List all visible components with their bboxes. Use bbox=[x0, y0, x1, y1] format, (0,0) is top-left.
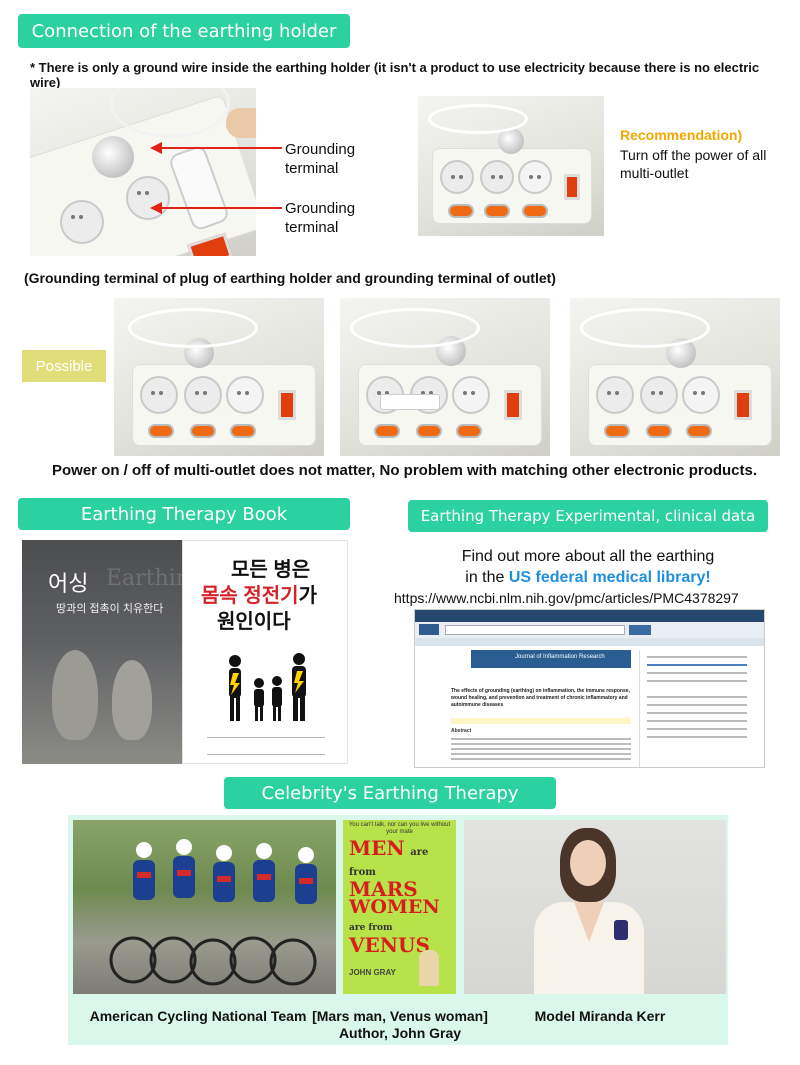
ground-wire-note: * There is only a ground wire inside the… bbox=[30, 60, 760, 90]
book-cover-static: 모든 병은 몸속 정전기가 원인이다 bbox=[182, 540, 348, 764]
book-cover-men: MEN bbox=[349, 836, 405, 860]
book-cover-static-line2a: 몸속 bbox=[201, 585, 238, 607]
book-cover-women: WOMEN bbox=[349, 896, 440, 918]
cyclists-illustration bbox=[109, 839, 317, 986]
section-title-connection-text: Connection of the earthing holder bbox=[31, 20, 337, 42]
clinical-library-link[interactable]: US federal medical library! bbox=[508, 569, 711, 586]
book-cover-are2: are from bbox=[349, 923, 393, 933]
clinical-url[interactable]: https://www.ncbi.nlm.nih.gov/pmc/article… bbox=[394, 590, 739, 606]
book-cover-earthing-subtitle: 땅과의 접촉이 치유한다 bbox=[56, 603, 164, 615]
photo-plug-closeup bbox=[30, 88, 256, 256]
section-title-book: Earthing Therapy Book bbox=[18, 498, 350, 530]
photo-strip-possible-2 bbox=[340, 298, 550, 456]
grounding-terminal-label-a: Grounding terminal bbox=[285, 141, 356, 177]
book-cover-static-line1: 모든 병은 bbox=[231, 559, 311, 581]
book-cover-earthing-bg: Earthing bbox=[106, 566, 182, 591]
caption-john-gray: [Mars man, Venus woman] Author, John Gra… bbox=[300, 1008, 500, 1042]
section-title-book-text: Earthing Therapy Book bbox=[80, 503, 288, 525]
recommendation-body: Turn off the power of all multi-outlet bbox=[620, 147, 767, 181]
photo-strip-recommendation bbox=[418, 96, 604, 236]
photo-cycling-team bbox=[73, 820, 336, 994]
clinical-line2: in the US federal medical library! bbox=[408, 569, 768, 587]
book-cover-static-line2b: 정전기 bbox=[243, 585, 299, 607]
clinical-line1: Find out more about all the earthing bbox=[461, 548, 715, 565]
book-cover-tagline: You can't talk, nor can you live without… bbox=[348, 822, 451, 835]
book-cover-static-line3: 원인이다 bbox=[217, 611, 291, 633]
book-cover-mars-venus: You can't talk, nor can you live without… bbox=[343, 820, 456, 994]
photo-strip-possible-3 bbox=[570, 298, 780, 456]
recommendation-heading: Recommendation) bbox=[620, 127, 743, 143]
power-note: Power on / off of multi-outlet does not … bbox=[52, 462, 758, 479]
book-cover-static-line2c: 가 bbox=[298, 585, 317, 607]
pmc-screenshot: Journal of Inflammation Research The eff… bbox=[414, 609, 765, 768]
family-silhouette-icon bbox=[229, 653, 306, 721]
section-title-celebrity-text: Celebrity's Earthing Therapy bbox=[261, 782, 519, 804]
pmc-article-title: The effects of grounding (earthing) on i… bbox=[451, 688, 630, 708]
caption-john-gray-line1: [Mars man, Venus woman] bbox=[312, 1008, 488, 1024]
arrow-graphics bbox=[150, 142, 282, 214]
photo-model bbox=[464, 820, 726, 994]
caption-model: Model Miranda Kerr bbox=[534, 1008, 666, 1024]
book-cover-venus: VENUS bbox=[349, 933, 430, 957]
pmc-journal-name: Journal of Inflammation Research bbox=[515, 654, 605, 660]
book-cover-mars: MARS bbox=[349, 877, 418, 901]
book-cover-author: JOHN GRAY bbox=[349, 968, 396, 977]
clinical-line2-prefix: in the bbox=[465, 569, 509, 586]
pmc-abstract-heading: Abstract bbox=[451, 728, 472, 734]
book-cover-earthing-title: 어싱 bbox=[48, 572, 89, 597]
book-cover-earthing: Earthing 어싱 땅과의 접촉이 치유한다 bbox=[22, 540, 182, 764]
photo-strip-possible-1 bbox=[114, 298, 324, 456]
possible-badge-text: Possible bbox=[35, 357, 93, 375]
book-cover-are1: are bbox=[410, 847, 429, 858]
section-title-clinical-text: Earthing Therapy Experimental, clinical … bbox=[420, 507, 756, 525]
grounding-caption: (Grounding terminal of plug of earthing … bbox=[24, 270, 556, 286]
section-title-celebrity: Celebrity's Earthing Therapy bbox=[224, 777, 556, 809]
grounding-terminal-label-b: Grounding terminal bbox=[285, 200, 356, 236]
caption-john-gray-line2: Author, John Gray bbox=[338, 1025, 462, 1041]
book-cover-from1: from bbox=[349, 867, 376, 878]
section-title-connection: Connection of the earthing holder bbox=[18, 14, 350, 48]
possible-badge: Possible bbox=[22, 350, 106, 382]
caption-cycling: American Cycling National Team bbox=[89, 1008, 307, 1024]
section-title-clinical: Earthing Therapy Experimental, clinical … bbox=[408, 500, 768, 532]
